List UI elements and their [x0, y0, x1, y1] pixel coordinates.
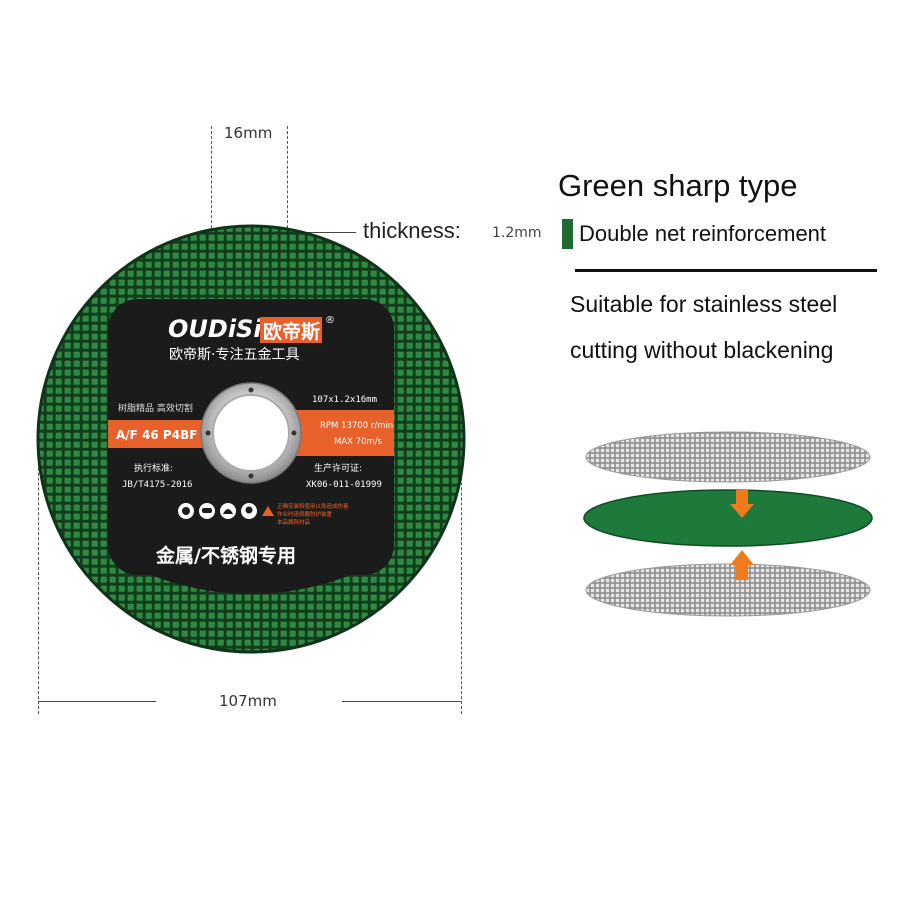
rpm-stripe: [294, 410, 394, 456]
brand-logo: OUDiSi: [168, 315, 262, 343]
subtitle-text: Double net reinforcement: [579, 221, 827, 246]
license-value: XK06-011-01999: [306, 480, 382, 490]
warning-icon: [262, 506, 274, 516]
bore-dimension-label: 16mm: [224, 124, 273, 142]
green-marker: [562, 219, 573, 249]
svg-text:正确安装和使用以免造成伤害: 正确安装和使用以免造成伤害: [277, 502, 349, 510]
standard-label: 执行标准:: [134, 462, 173, 474]
arrow-up-icon: [730, 550, 754, 580]
svg-text:®: ®: [325, 315, 335, 326]
grade-stripe: [108, 420, 211, 448]
grade-text: A/F 46 P4BF: [116, 428, 197, 442]
subtitle-row: Double net reinforcement: [562, 219, 826, 249]
diameter-line-right: [342, 701, 461, 702]
description-line-2: cutting without blackening: [570, 337, 834, 363]
standard-value: JB/T4175-2016: [122, 480, 192, 490]
product-heading: Green sharp type: [558, 168, 798, 203]
safety-icons: [178, 503, 257, 519]
arrow-down-icon: [730, 490, 754, 518]
bottom-mesh-layer: [585, 563, 871, 617]
layer-diagram: [583, 431, 873, 617]
center-bore: [212, 394, 290, 472]
cutting-disc: OUDiSi 欧帝斯 ® 欧帝斯·专注五金工具 树脂精品 高效切割 A/F 46…: [36, 224, 466, 654]
svg-text:作业时请佩戴防护装置: 作业时请佩戴防护装置: [277, 510, 333, 518]
thickness-pointer-line: [298, 232, 356, 233]
diameter-line-left: [38, 701, 156, 702]
diameter-dash-left: [38, 418, 39, 714]
thickness-value: 1.2mm: [492, 225, 542, 241]
rpm-text: RPM 13700 r/min: [320, 421, 393, 431]
size-text: 107x1.2x16mm: [312, 395, 377, 405]
bore-dash-right: [287, 126, 288, 238]
use-text: 金属/不锈钢专用: [155, 544, 296, 567]
divider-rule: [575, 269, 877, 272]
max-speed-text: MAX 70m/s: [334, 437, 383, 447]
svg-text:本品属耗材品: 本品属耗材品: [277, 518, 311, 526]
slogan-text: 欧帝斯·专注五金工具: [169, 347, 299, 363]
resin-text: 树脂精品 高效切割: [118, 402, 193, 414]
description-line-1: Suitable for stainless steel: [570, 291, 838, 317]
green-core-layer: [583, 489, 873, 547]
brand-cn: 欧帝斯: [263, 320, 320, 343]
diameter-dimension-label: 107mm: [219, 692, 277, 710]
thickness-label: thickness:: [363, 218, 461, 243]
bore-dash-left: [211, 126, 212, 238]
top-mesh-layer: [585, 431, 871, 483]
diameter-dash-right: [461, 418, 462, 714]
license-label: 生产许可证:: [314, 462, 362, 474]
